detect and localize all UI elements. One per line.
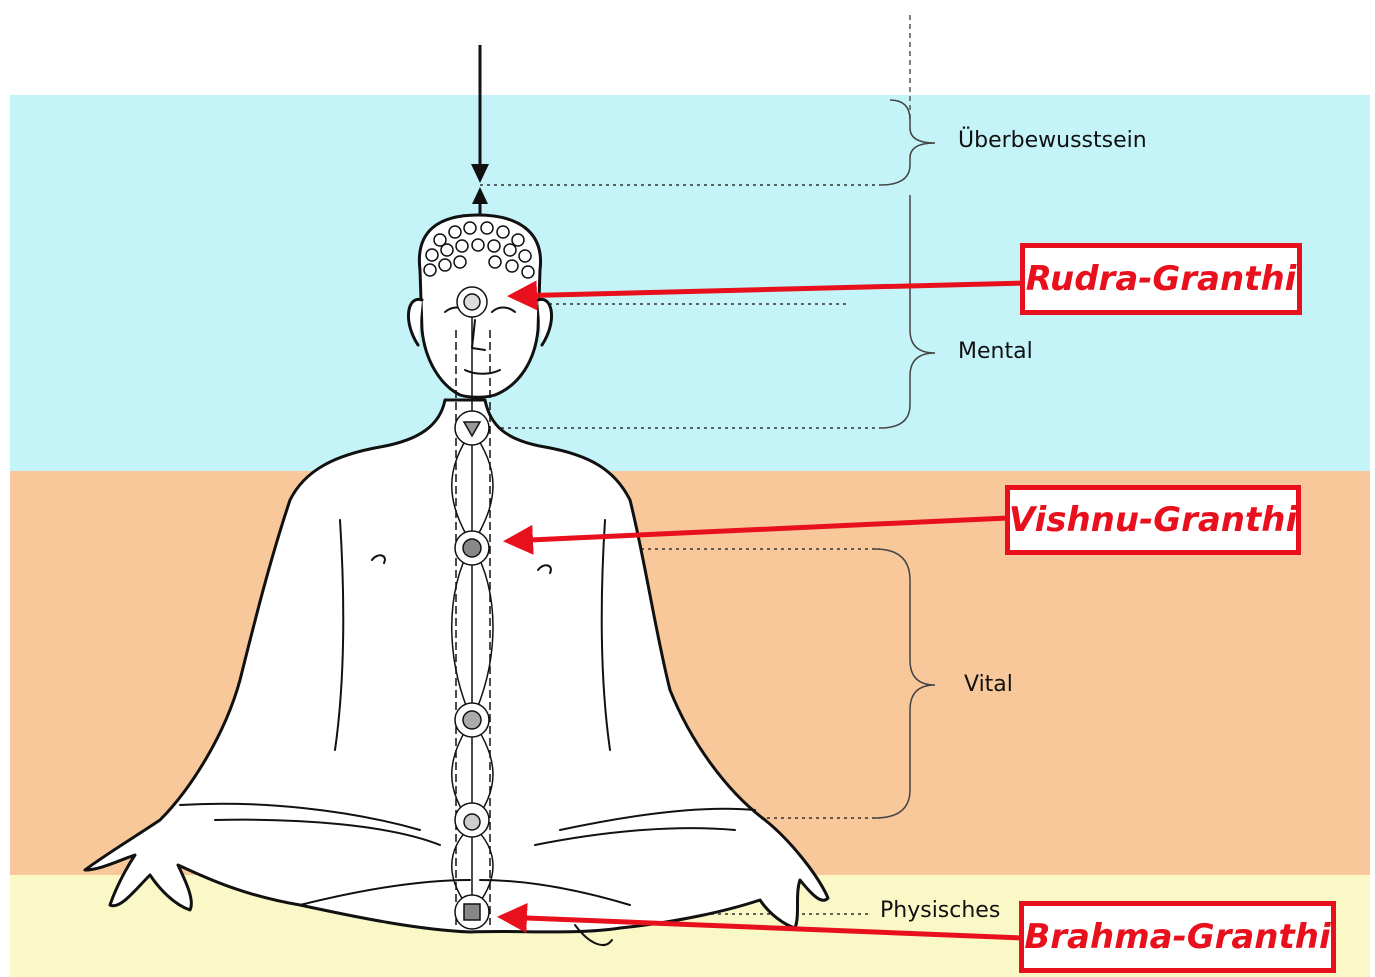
chakra-lotus-icon	[455, 411, 489, 445]
chakra-lotus-icon	[457, 287, 487, 317]
physical-level-label: Physisches	[880, 898, 1000, 923]
vital-level-label: Vital	[964, 672, 1013, 697]
superconscious-level-label: Überbewusstsein	[958, 128, 1147, 153]
curly-brace-icon	[875, 549, 935, 818]
curly-brace-icon	[880, 100, 935, 185]
vishnu-granthi-label: Vishnu-Granthi	[1005, 485, 1301, 555]
chakra-lotus-icon	[455, 531, 489, 565]
chakra-lotus-icon	[455, 895, 489, 929]
curly-brace-icon	[880, 195, 935, 428]
rudra-granthi-label: Rudra-Granthi	[1020, 243, 1302, 315]
brahma-granthi-label: Brahma-Granthi	[1019, 901, 1336, 973]
downward-arrow-icon	[471, 45, 489, 183]
chakra-lotus-icon	[455, 703, 489, 737]
mental-level-label: Mental	[958, 339, 1033, 364]
chakra-lotus-icon	[455, 803, 489, 837]
rudra-granthi-arrow-icon	[512, 283, 1025, 296]
